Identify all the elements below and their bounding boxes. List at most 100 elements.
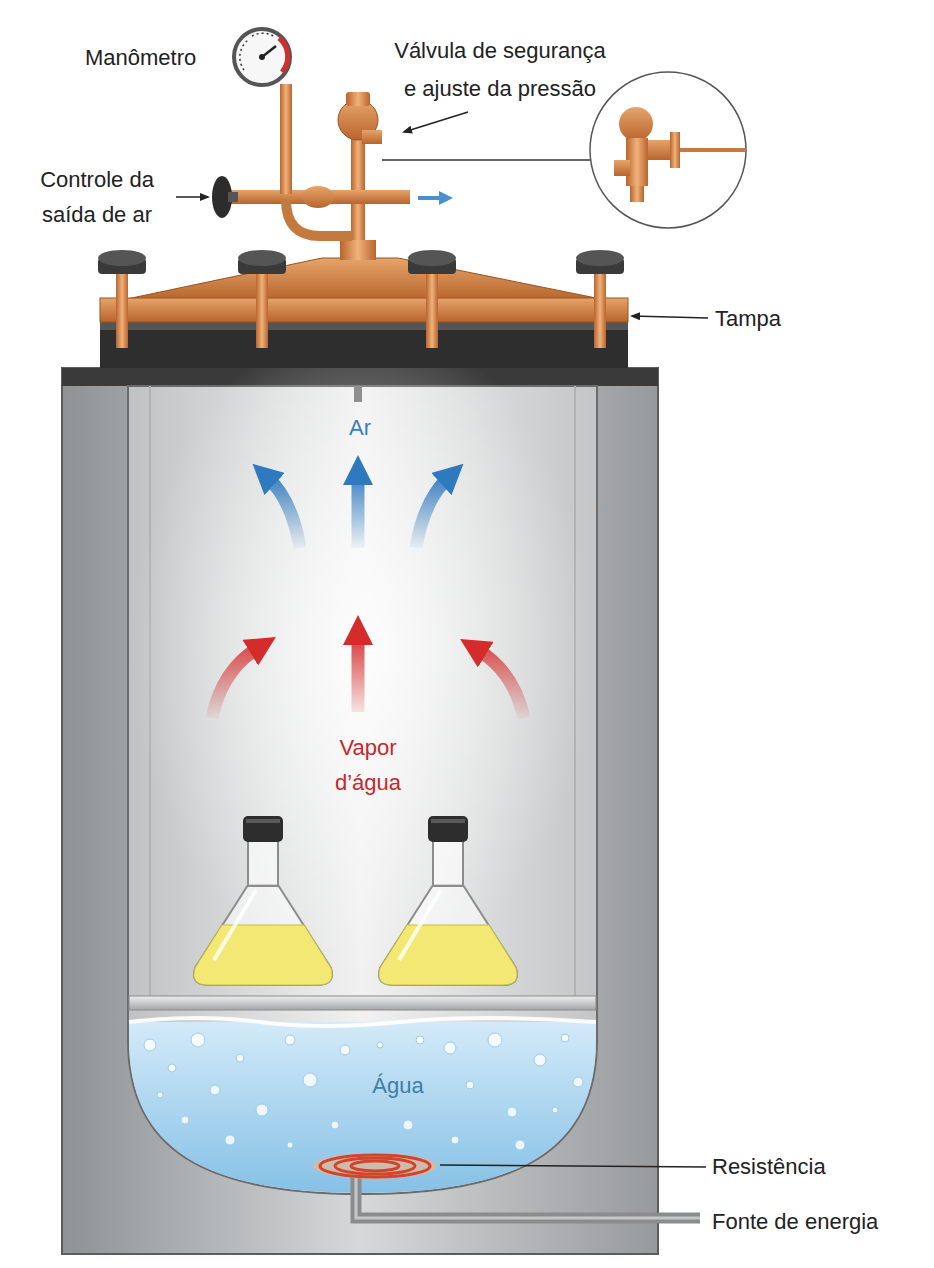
lid: [122, 258, 606, 300]
pressure-gauge: [240, 33, 275, 70]
flasks: [194, 816, 517, 985]
bubbles: [561, 1034, 569, 1042]
bubbles: [340, 1045, 350, 1055]
lid-clamps: [98, 250, 146, 266]
bubbles: [236, 1054, 244, 1062]
leader-lines: [440, 1165, 706, 1167]
lid: [100, 298, 628, 322]
bubbles: [285, 1035, 295, 1045]
heater: [356, 1175, 700, 1218]
lid: [100, 322, 628, 330]
pressure-gauge: [234, 29, 290, 85]
valve-assembly: [280, 84, 292, 194]
lid-clamps: [594, 272, 606, 348]
steam-label: Vapor d’água: [318, 730, 418, 800]
bubbles: [403, 1120, 413, 1130]
air-arrows: [352, 476, 365, 548]
valve-assembly: [418, 196, 446, 200]
bubbles: [515, 1140, 525, 1150]
autoclave-body: [354, 386, 362, 402]
flasks: [194, 816, 332, 985]
bubbles: [225, 1135, 235, 1145]
valve-assembly: [302, 186, 334, 208]
gauge-label: Manômetro: [85, 43, 215, 73]
lid-label: Tampa: [715, 304, 815, 334]
valve-inset: [670, 132, 680, 168]
shelf: [129, 996, 596, 1010]
leader-lines: [176, 196, 208, 198]
valve-inset: [619, 107, 653, 141]
steam-arrows: [478, 650, 524, 718]
valve-inset: [680, 148, 746, 152]
bubbles: [256, 1104, 268, 1116]
lid-clamps: [426, 272, 438, 348]
steam-arrows: [352, 636, 365, 712]
pressure-gauge: [234, 29, 290, 85]
bubbles: [210, 1085, 220, 1095]
valve-assembly: [362, 130, 382, 144]
heater: [356, 1175, 700, 1218]
bubbles: [144, 1039, 156, 1051]
water: [129, 1018, 596, 1026]
autoclave-body: [62, 320, 658, 1254]
bubbles: [416, 1036, 424, 1044]
valve-assembly: [212, 84, 446, 260]
air-arrows: [416, 478, 448, 548]
lid-clamps: [256, 272, 268, 348]
water: [129, 1022, 596, 1193]
bubbles: [191, 1033, 205, 1047]
bubbles: [331, 1121, 339, 1129]
valve-inset: [382, 159, 590, 161]
air-arrows: [268, 478, 300, 548]
leader-lines: [632, 316, 708, 318]
bubbles: [507, 1107, 517, 1117]
valve-inset: [630, 186, 644, 202]
bubbles: [573, 1077, 583, 1087]
water-label: Água: [360, 1071, 436, 1101]
valve-assembly: [228, 192, 238, 202]
bubbles: [287, 1142, 293, 1148]
water: [129, 1018, 596, 1193]
heater: [313, 1153, 700, 1218]
bubbles: [303, 1073, 317, 1087]
pressure-gauge: [279, 38, 288, 72]
heater: [351, 1161, 399, 1171]
bubbles: [181, 1116, 189, 1124]
lid: [100, 258, 628, 368]
bubbles: [488, 1033, 502, 1047]
steam-arrows: [212, 636, 524, 718]
lid: [100, 320, 628, 368]
lid-clamps: [408, 250, 456, 266]
bubbles: [157, 1092, 163, 1098]
bubbles: [552, 1107, 558, 1113]
valve-inset: [590, 72, 746, 228]
lid-clamps: [116, 272, 128, 348]
bubbles: [144, 1033, 583, 1150]
heater: [335, 1158, 415, 1174]
leader-lines: [404, 112, 468, 132]
air-control-label: Controle da saída de ar: [22, 162, 172, 232]
valve-label: Válvula de segurança e ajuste da pressão: [390, 32, 610, 108]
valve-assembly: [346, 92, 370, 106]
pressure-gauge: [259, 54, 265, 60]
valve-assembly: [340, 240, 376, 260]
shelf: [129, 996, 596, 1010]
heater: [313, 1153, 437, 1179]
valve-inset: [614, 160, 630, 176]
autoclave-body: [132, 320, 592, 980]
lid-clamps: [238, 250, 286, 266]
air-arrows: [268, 476, 448, 548]
lid-clamps: [98, 250, 624, 348]
bubbles: [168, 1064, 176, 1072]
heater: [320, 1155, 430, 1177]
heater-label: Resistência: [712, 1152, 892, 1182]
bubbles: [444, 1042, 456, 1054]
bubbles: [466, 1081, 474, 1089]
air-label: Ar: [341, 413, 379, 443]
steam-arrows: [212, 648, 258, 718]
bubbles: [377, 1042, 383, 1048]
lid-clamps: [576, 250, 624, 266]
flasks: [379, 816, 517, 985]
